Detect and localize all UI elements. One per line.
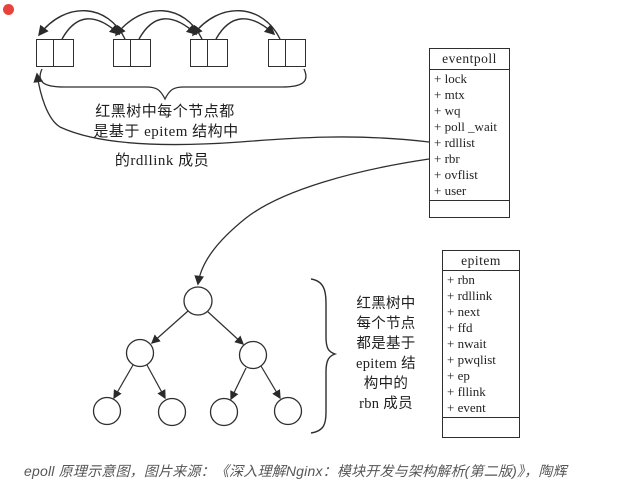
tree-annotation-line-6: rbn 成员: [359, 396, 413, 412]
field-row-pwqlist: + pwqlist: [447, 352, 496, 367]
tree-node-leaf-3: [209, 397, 239, 427]
node-cell-divider: [207, 40, 209, 66]
tree-node-root: [183, 286, 213, 316]
eventpoll-fields: + lock + mtx + wq + poll _wait + rdllist…: [430, 70, 509, 200]
tree-edge-right-left: [230, 367, 247, 401]
red-dot: [3, 4, 14, 15]
tree-edge-root-left: [150, 310, 189, 344]
node-cell-divider: [130, 40, 132, 66]
tree-annotation: 红黑树中 每个节点 都是基于 epitem 结 构中的 rbn 成员: [341, 294, 431, 414]
field-row-wq: + wq: [434, 103, 461, 118]
field-row-lock: + lock: [434, 71, 467, 86]
tree-edge-left-right: [146, 364, 166, 400]
tree-edge-left-left: [113, 364, 134, 400]
field-row-rdllink: + rdllink: [447, 288, 493, 303]
tree-annotation-line-1: 红黑树中: [356, 296, 416, 312]
tree-node-leaf-4: [273, 396, 303, 426]
list-backward-arc-1: [38, 10, 126, 40]
linked-list-node-4: [268, 39, 306, 67]
linked-list-node-1: [36, 39, 74, 67]
epitem-table: epitem + rbn + rdllink + next + ffd + nw…: [442, 250, 520, 438]
field-row-ffd: + ffd: [447, 320, 473, 335]
rbr-pointer-curve: [194, 158, 430, 286]
field-row-poll-wait: + poll _wait: [434, 119, 497, 134]
eventpoll-table: eventpoll + lock + mtx + wq + poll _wait…: [429, 48, 510, 218]
field-row-rbn: + rbn: [447, 272, 475, 287]
list-annotation-line-2: 是基于 epitem 结构中: [93, 124, 239, 140]
field-row-ovflist: + ovflist: [434, 167, 478, 182]
tree-node-leaf-1: [92, 396, 122, 426]
figure-caption: epoll 原理示意图，图片来源：《深入理解Nginx：模块开发与架构解析(第二…: [24, 463, 567, 479]
linked-list-node-3: [190, 39, 228, 67]
epitem-fields: + rbn + rdllink + next + ffd + nwait + p…: [443, 271, 519, 417]
field-row-rdllist: + rdllist: [434, 135, 475, 150]
list-forward-arc-1: [61, 18, 121, 40]
tree-annotation-line-3: 都是基于: [356, 336, 416, 352]
tree-node-left: [125, 338, 155, 368]
eventpoll-title: eventpoll: [430, 49, 509, 70]
node-cell-divider: [53, 40, 55, 66]
tree-edge-root-right: [206, 310, 244, 345]
field-row-fllink: + fllink: [447, 384, 486, 399]
list-annotation-line-3: 的rdllink 成员: [114, 153, 210, 169]
field-row-rbr: + rbr: [434, 151, 460, 166]
list-annotation-line-1: 红黑树中每个节点都: [95, 104, 235, 120]
epitem-empty-footer: [443, 417, 519, 437]
field-row-nwait: + nwait: [447, 336, 487, 351]
linked-list-node-2: [113, 39, 151, 67]
list-brace: [39, 68, 307, 101]
epitem-title: epitem: [443, 251, 519, 271]
field-row-mtx: + mtx: [434, 87, 465, 102]
list-forward-arc-2: [138, 18, 198, 40]
field-row-next: + next: [447, 304, 480, 319]
list-backward-arc-3: [192, 10, 281, 40]
list-backward-arc-2: [115, 10, 203, 40]
tree-node-leaf-2: [157, 397, 187, 427]
tree-node-right: [238, 340, 268, 370]
diagram-lines-layer: [33, 10, 430, 434]
tree-brace: [310, 278, 338, 434]
tree-edge-right-right: [260, 365, 281, 400]
field-row-event: + event: [447, 400, 486, 415]
tree-annotation-line-5: 构中的: [363, 376, 409, 392]
tree-annotation-line-4: epitem 结: [356, 356, 416, 372]
rdllist-pointer-curve: [33, 72, 430, 146]
eventpoll-empty-footer: [430, 200, 509, 217]
field-row-user: + user: [434, 183, 467, 198]
tree-annotation-line-2: 每个节点: [356, 316, 416, 332]
list-forward-arc-3: [215, 18, 276, 40]
node-cell-divider: [285, 40, 287, 66]
field-row-ep: + ep: [447, 368, 470, 383]
